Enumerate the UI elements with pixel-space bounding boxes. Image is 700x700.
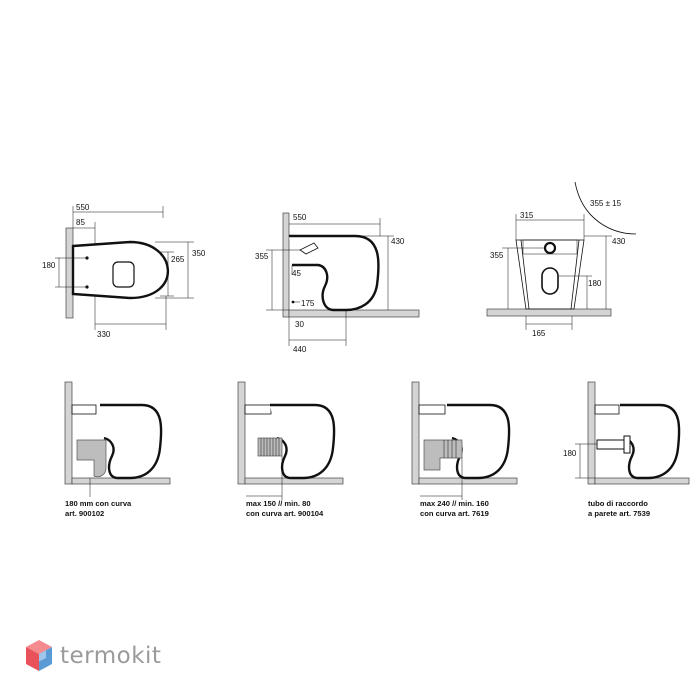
front-callout: 355 ± 15: [590, 199, 622, 208]
installation-3-caption-2: con curva art. 7619: [420, 509, 489, 518]
dim-side-355: 355: [255, 252, 269, 261]
top-view-bowl: [71, 240, 169, 300]
installation-2-wall: [237, 381, 246, 485]
installation-1: 180 mm con curva art. 900102: [64, 381, 171, 518]
brand-cube-icon: [26, 640, 52, 671]
dim-top-85: 85: [76, 218, 85, 227]
dim-side-45: 45: [292, 269, 301, 278]
front-view-floor: [486, 308, 612, 317]
dim-side-550: 550: [293, 213, 307, 222]
installation-3-caption-1: max 240 // min. 160: [420, 499, 489, 508]
brand-name: termokit: [60, 643, 162, 669]
installation-1-caption-1: 180 mm con curva: [65, 499, 132, 508]
installation-2: max 150 // min. 80 con curva art. 900104: [237, 381, 344, 518]
installation-3-pipe: [423, 439, 463, 471]
dim-front-180: 180: [588, 279, 602, 288]
dim-front-315: 315: [520, 211, 534, 220]
installation-2-caption-2: con curva art. 900104: [246, 509, 324, 518]
installation-4: 180 tubo di raccordo a parete art. 7539: [563, 381, 690, 518]
dim-front-165: 165: [532, 329, 546, 338]
installation-4-caption-1: tubo di raccordo: [588, 499, 648, 508]
brand-logo: termokit: [24, 636, 161, 676]
dim-front-355: 355: [490, 251, 504, 260]
installation-2-caption-1: max 150 // min. 80: [246, 499, 311, 508]
installation-4-dim: 180: [563, 449, 577, 458]
side-view-floor: [288, 309, 420, 318]
dim-top-265: 265: [171, 255, 185, 264]
installation-1-pipe: [76, 439, 107, 478]
installation-1-wall: [64, 381, 73, 485]
dim-side-430: 430: [391, 237, 405, 246]
installation-4-pipe: [596, 439, 628, 450]
installation-1-caption-2: art. 900102: [65, 509, 104, 518]
dim-side-440: 440: [293, 345, 307, 354]
side-view-wall: [282, 212, 290, 318]
dim-top-550: 550: [76, 203, 90, 212]
dim-top-350: 350: [192, 249, 206, 258]
installation-3: max 240 // min. 160 con curva art. 7619: [411, 381, 518, 518]
installation-4-wall: [587, 381, 596, 485]
dim-front-430: 430: [612, 237, 626, 246]
dim-side-175: 175: [301, 299, 315, 308]
installation-4-caption-2: a parete art. 7539: [588, 509, 650, 518]
dim-top-180: 180: [42, 261, 56, 270]
top-view: 550 85 180 265 350 330: [42, 203, 206, 339]
dim-top-330: 330: [97, 330, 111, 339]
front-view: 355 ± 15 315 430 355 180 165: [486, 181, 637, 338]
side-view: 550 430 355 45 175 30 440: [255, 212, 420, 354]
top-view-outlet: [112, 261, 135, 288]
front-view-body: [515, 239, 585, 310]
installation-3-wall: [411, 381, 420, 485]
dim-side-30: 30: [295, 320, 304, 329]
